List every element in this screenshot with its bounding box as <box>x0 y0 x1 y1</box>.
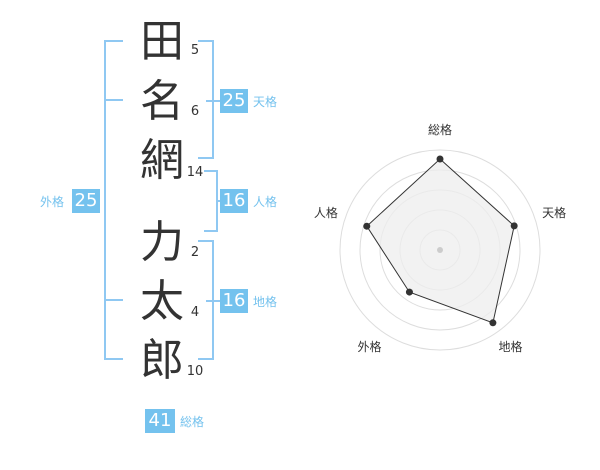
chikaku-badge: 16 <box>220 289 248 313</box>
radar-axis-label-5: 人格 <box>314 205 338 220</box>
radar-point-5 <box>363 222 371 230</box>
soukaku-badge: 41 <box>145 409 175 433</box>
stroke-count-1: 5 <box>190 43 200 58</box>
radar-axis-label-1: 総格 <box>428 122 452 137</box>
tenkaku-badge: 25 <box>220 89 248 113</box>
radar-point-2 <box>510 222 518 230</box>
name-char-4: 力 <box>140 217 184 268</box>
radar-axis-label-4: 外格 <box>357 339 381 354</box>
radar-point-1 <box>436 155 444 163</box>
stroke-count-2: 6 <box>190 104 200 119</box>
chikaku-label: 地格 <box>253 295 278 309</box>
radar-ring <box>339 149 541 351</box>
name-char-5: 太 <box>140 276 184 327</box>
stroke-count-4: 2 <box>190 245 200 260</box>
radar-polygon <box>366 158 515 324</box>
gaikaku-label: 外格 <box>40 195 65 209</box>
name-char-2: 名 <box>140 76 184 127</box>
gaikaku-badge: 25 <box>72 189 100 213</box>
name-char-6: 郎 <box>140 335 184 386</box>
jinkaku-label: 人格 <box>253 195 278 209</box>
radar-axis-label-3: 地格 <box>499 339 523 354</box>
jinkaku-badge: 16 <box>220 189 248 213</box>
stroke-count-5: 4 <box>190 305 200 320</box>
stroke-count-3: 14 <box>186 165 204 180</box>
radar-point-4 <box>405 288 413 296</box>
radar-center-dot <box>437 247 443 253</box>
name-char-3: 網 <box>140 135 184 186</box>
radar-axis-label-2: 天格 <box>542 205 566 220</box>
radar-point-3 <box>489 319 497 327</box>
soukaku-label: 総格 <box>180 415 205 429</box>
name-char-1: 田 <box>140 16 184 67</box>
stroke-count-6: 10 <box>186 364 204 379</box>
tenkaku-label: 天格 <box>253 95 278 109</box>
